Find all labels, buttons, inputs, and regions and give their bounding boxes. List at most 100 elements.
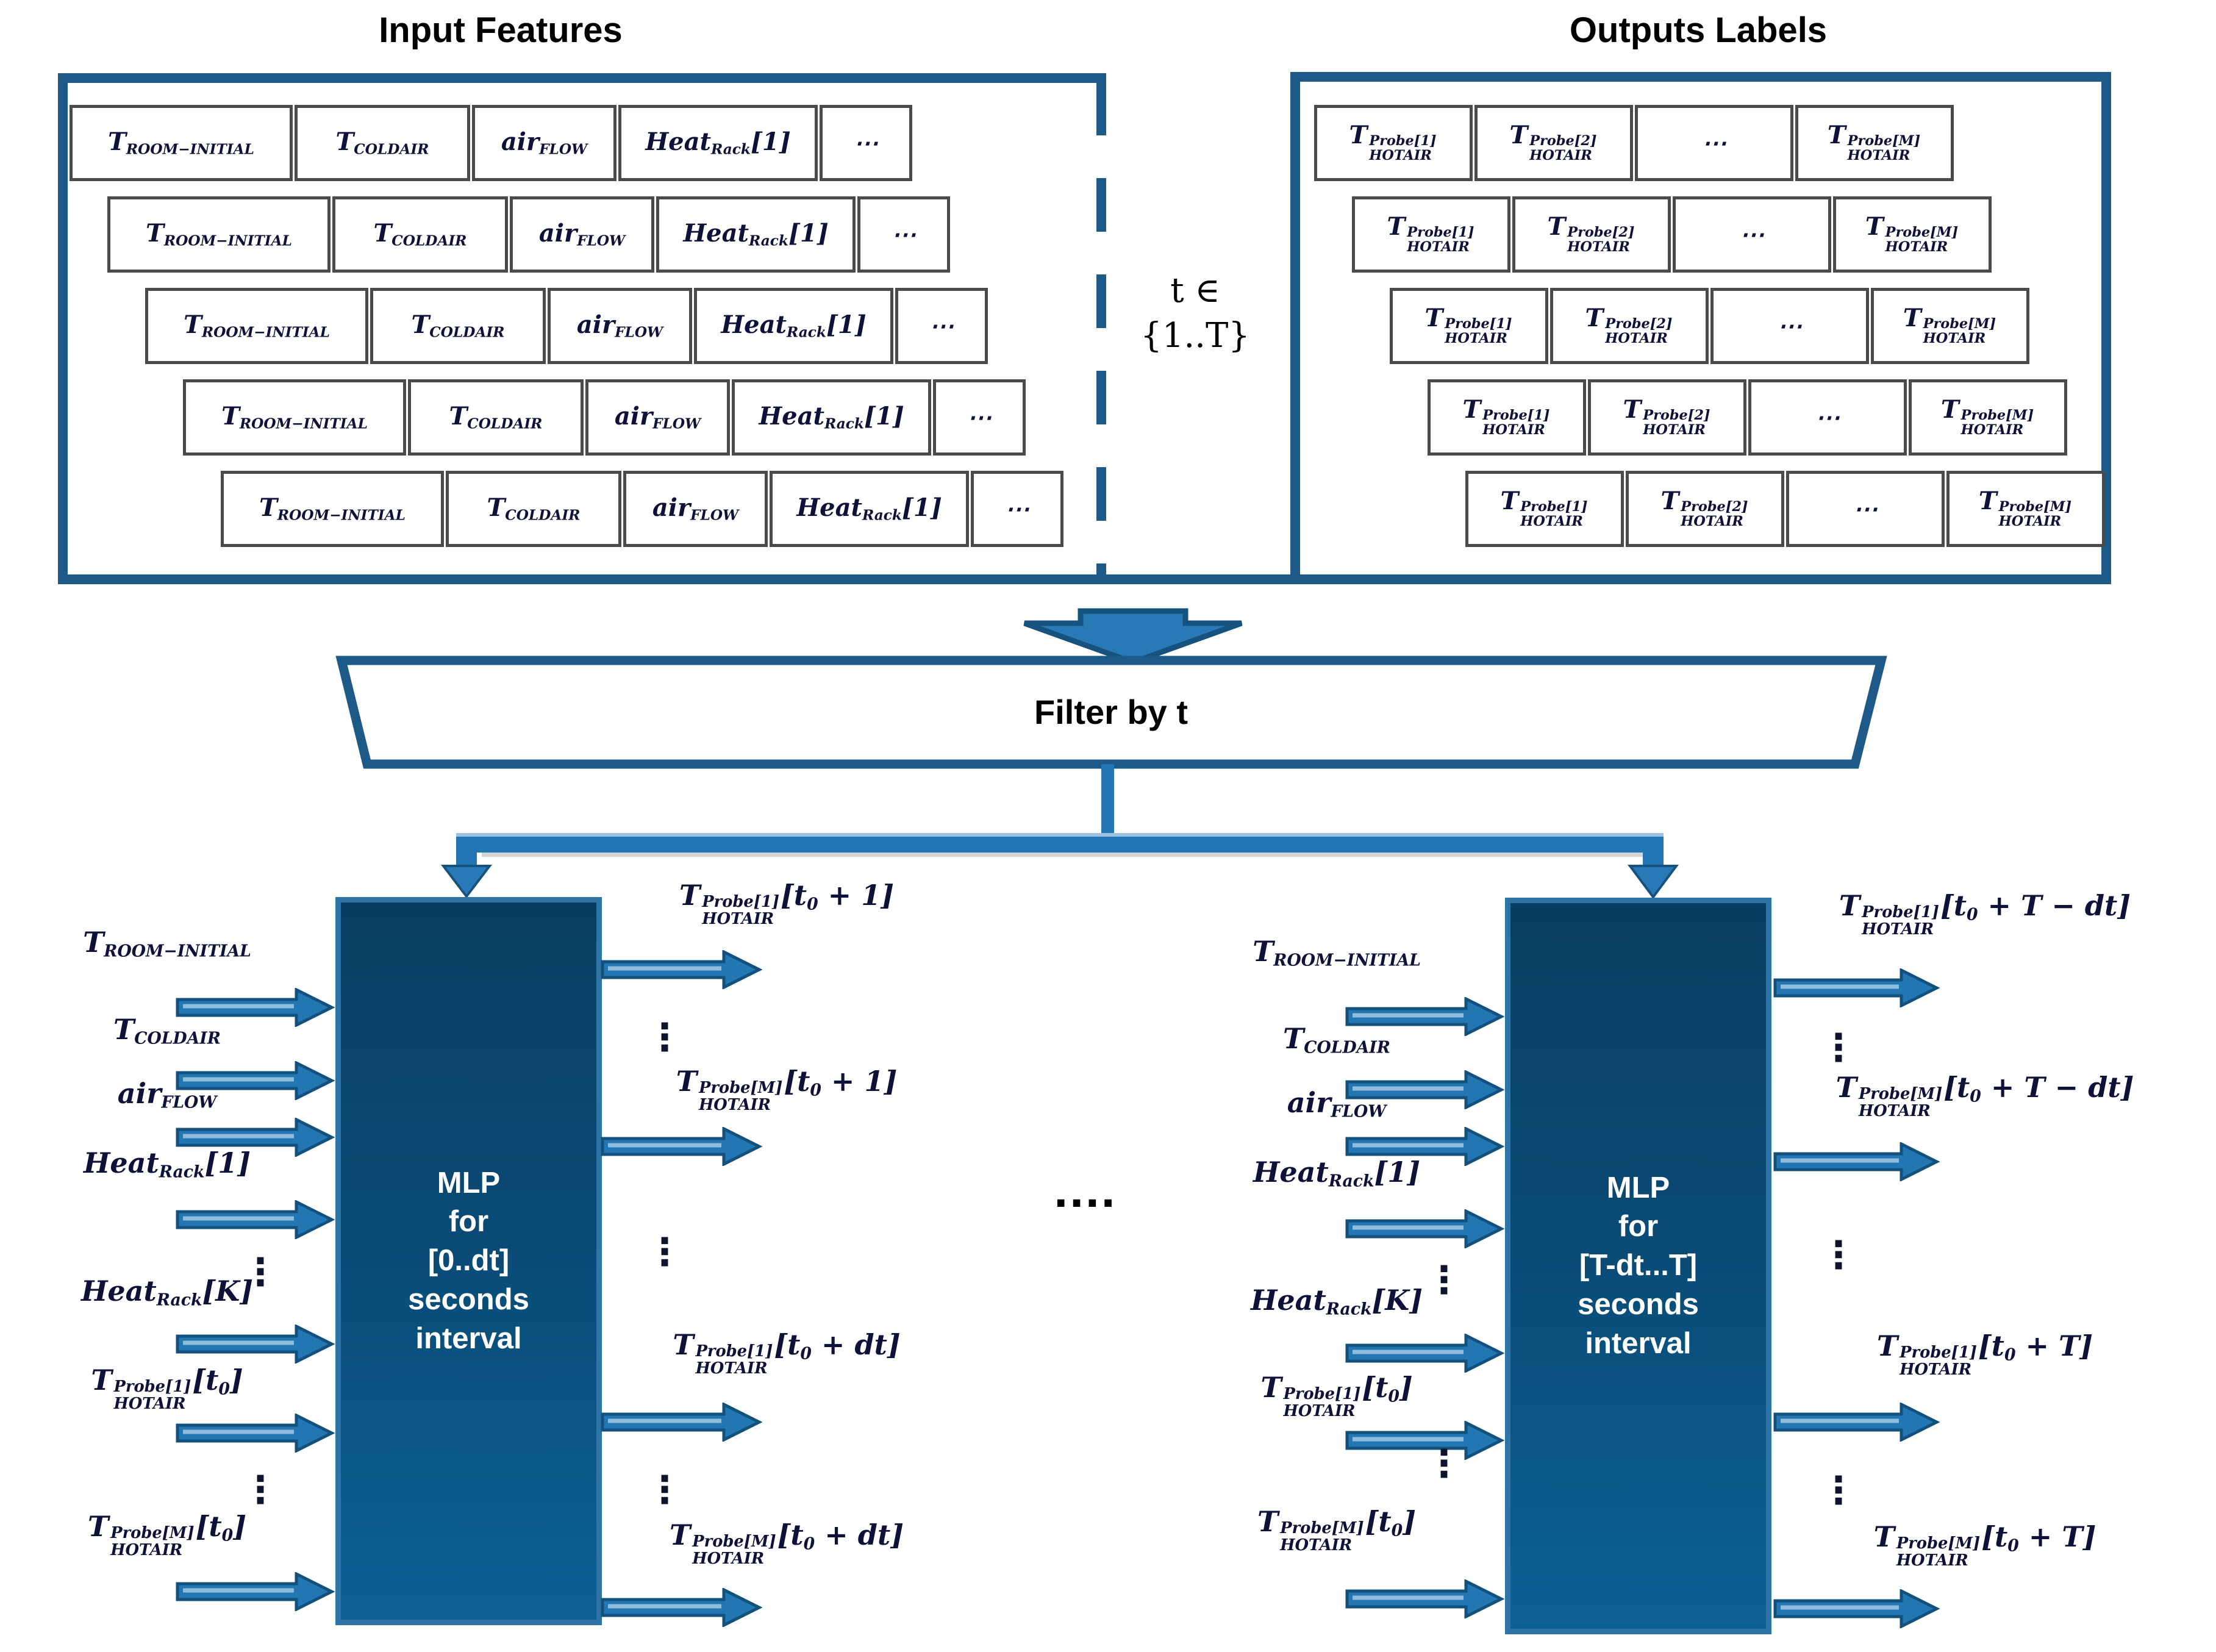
input-table-cell-5-4: HeatRack[1] bbox=[770, 471, 969, 547]
math-label-t_cold: TCOLDAIR bbox=[411, 310, 505, 341]
output-table-cell-5-3: ⋯ bbox=[1786, 471, 1945, 547]
sup-sub-stack: Probe[M]HOTAIR bbox=[1858, 1085, 1943, 1120]
right_out-arrow-1 bbox=[1773, 968, 1940, 1007]
left_in-arrow-3 bbox=[176, 1118, 335, 1157]
math-label-heat_1: HeatRack[1] bbox=[759, 401, 904, 432]
right_out-ellipsis-3: ⋮ bbox=[1820, 1468, 1857, 1513]
input-table-cell-2-5: ⋯ bbox=[857, 196, 950, 273]
mlp-right-box: MLP for [T-dt...T] seconds interval bbox=[1505, 898, 1771, 1634]
mlp-left-line3: [0..dt] bbox=[427, 1244, 510, 1278]
sup-sub-stack: Probe[M]HOTAIR bbox=[1885, 224, 1959, 256]
t-range-line2: {1..T} bbox=[1140, 315, 1250, 356]
left_out-arrow-3 bbox=[601, 1403, 763, 1442]
sup-sub-stack: Probe[2]HOTAIR bbox=[1529, 133, 1597, 164]
right_in-label-heat_K: HeatRack[K] bbox=[1170, 1284, 1504, 1318]
input-table-cell-5-1: TROOM−INITIAL bbox=[221, 471, 444, 547]
left_in-label-heat_K: HeatRack[K] bbox=[0, 1275, 334, 1309]
right_out-ellipsis-1: ⋮ bbox=[1820, 1025, 1857, 1070]
input-table-cell-3-2: TCOLDAIR bbox=[370, 288, 546, 364]
math-label-heat_1: HeatRack[1] bbox=[721, 310, 867, 341]
t-range-line1: t ∈ bbox=[1170, 271, 1220, 310]
math-label-t_room: TROOM−INITIAL bbox=[184, 310, 330, 341]
math-label-air_flow: airFLOW bbox=[117, 1077, 217, 1112]
sup-sub-stack: Probe[M]HOTAIR bbox=[1998, 499, 2072, 530]
math-label-t_room: TROOM−INITIAL bbox=[221, 401, 368, 432]
input-table-cell-3-4: HeatRack[1] bbox=[694, 288, 893, 364]
math-label-air_flow: airFLOW bbox=[652, 493, 739, 524]
right_in-arrow-2 bbox=[1345, 1070, 1505, 1109]
outputs-labels-title: Outputs Labels bbox=[1569, 10, 1828, 50]
boxes-bottom-border bbox=[58, 574, 2111, 584]
left_out-ellipsis-1: ⋮ bbox=[646, 1015, 684, 1060]
right_out-arrow-4 bbox=[1773, 1589, 1940, 1628]
math-label-cell_dots: ⋯ bbox=[967, 402, 992, 432]
math-label-air_flow: airFLOW bbox=[614, 401, 701, 432]
output-box-right-border bbox=[2101, 72, 2111, 584]
math-label-t_room: TROOM−INITIAL bbox=[259, 493, 406, 524]
right_in-ellipsis-2: ⋮ bbox=[1425, 1441, 1463, 1486]
sup-sub-stack: Probe[M]HOTAIR bbox=[1960, 407, 2034, 438]
right_in-label-air_flow: airFLOW bbox=[1170, 1086, 1504, 1120]
sup-sub-stack: Probe[M]HOTAIR bbox=[692, 1532, 776, 1568]
math-label-t_cold: TCOLDAIR bbox=[335, 127, 429, 158]
left_out-arrow-2 bbox=[601, 1127, 763, 1166]
left_in-label-heat_1: HeatRack[1] bbox=[0, 1146, 334, 1181]
sup-sub-stack: Probe[1]HOTAIR bbox=[1445, 316, 1512, 347]
right_in-label-t_room: TROOM−INITIAL bbox=[1170, 935, 1504, 969]
left_in-arrow-1 bbox=[176, 988, 335, 1027]
math-label-t_cold: TCOLDAIR bbox=[1283, 1022, 1390, 1057]
left_in-ellipsis-1: ⋮ bbox=[241, 1250, 279, 1295]
right_out-arrow-2 bbox=[1773, 1142, 1940, 1181]
sup-sub-stack: Probe[2]HOTAIR bbox=[1605, 316, 1673, 347]
math-label-heat_1: HeatRack[1] bbox=[645, 127, 791, 158]
left_out-arrow-4 bbox=[601, 1588, 763, 1627]
math-label-t_cold: TCOLDAIR bbox=[487, 493, 581, 524]
mlp-right-line1: MLP bbox=[1606, 1171, 1670, 1204]
math-label-heat_1: HeatRack[1] bbox=[83, 1146, 251, 1182]
left_in-arrow-7 bbox=[176, 1572, 335, 1611]
math-label-cell_dots: ⋯ bbox=[1005, 494, 1029, 523]
math-label-t_room: TROOM−INITIAL bbox=[146, 218, 292, 249]
sup-sub-stack: Probe[1]HOTAIR bbox=[1862, 903, 1939, 939]
sup-sub-stack: Probe[M]HOTAIR bbox=[1280, 1519, 1364, 1554]
t-range-label: t ∈ {1..T} bbox=[1104, 268, 1287, 359]
math-label-cell_dots: ⋯ bbox=[1740, 220, 1764, 249]
mlp-right-line5: interval bbox=[1585, 1326, 1692, 1360]
sup-sub-stack: Probe[2]HOTAIR bbox=[1643, 407, 1710, 438]
right_in-arrow-3 bbox=[1345, 1127, 1505, 1166]
right_in-arrow-7 bbox=[1345, 1579, 1505, 1618]
math-label-cell_dots: ⋯ bbox=[1778, 311, 1802, 340]
input-table-cell-1-3: airFLOW bbox=[472, 105, 617, 181]
branch-bar-highlight bbox=[456, 833, 1664, 837]
output-table-cell-4-3: ⋯ bbox=[1748, 379, 1907, 456]
big-down-arrow bbox=[1023, 608, 1243, 665]
sup-sub-stack: Probe[1]HOTAIR bbox=[1283, 1385, 1361, 1420]
math-label-t_room: TROOM−INITIAL bbox=[83, 926, 251, 961]
mlp-left-line1: MLP bbox=[437, 1166, 501, 1200]
between-mlp-dots: .... bbox=[1054, 1162, 1117, 1218]
right_out-ellipsis-2: ⋮ bbox=[1820, 1232, 1857, 1278]
sup-sub-stack: Probe[1]HOTAIR bbox=[1369, 133, 1437, 164]
mlp-left-line5: interval bbox=[415, 1321, 522, 1355]
